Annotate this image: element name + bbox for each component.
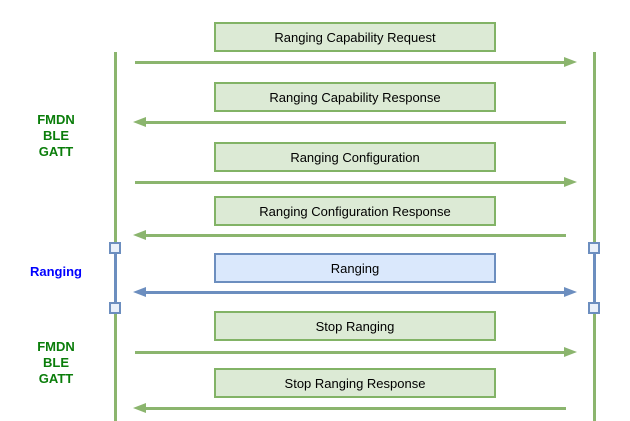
arrowhead-right-icon: [564, 347, 577, 357]
lifeline-right: [593, 52, 596, 421]
activation-marker: [588, 302, 600, 314]
side-label-ranging: Ranging: [10, 264, 102, 280]
arrow-right-icon: [135, 177, 577, 187]
side-label-line: GATT: [38, 371, 74, 386]
message-label: Ranging Configuration: [290, 149, 420, 165]
message-label: Stop Ranging Response: [284, 375, 426, 391]
lifeline-left: [114, 52, 117, 421]
lifeline-right-ranging-segment: [593, 248, 596, 308]
arrow-right-icon: [135, 347, 577, 357]
arrow-shaft: [135, 350, 565, 354]
message-box: Ranging Configuration: [214, 142, 496, 172]
arrow-bidirectional-icon: [133, 287, 577, 297]
message-box: Stop Ranging: [214, 311, 496, 341]
arrow-shaft: [145, 290, 565, 294]
side-label-line: FMDN: [37, 339, 75, 354]
side-label-line: BLE: [43, 355, 69, 370]
message-label: Ranging Configuration Response: [259, 203, 451, 219]
arrow-right-icon: [135, 57, 577, 67]
arrow-shaft: [145, 120, 566, 124]
lifeline-left-ranging-segment: [114, 248, 117, 308]
message-label: Stop Ranging: [315, 318, 395, 334]
side-label-fmdn-ble-gatt-bottom: FMDN BLE GATT: [10, 339, 102, 387]
message-box: Ranging: [214, 253, 496, 283]
side-label-line: GATT: [38, 144, 74, 159]
message-box: Ranging Configuration Response: [214, 196, 496, 226]
side-label-fmdn-ble-gatt-top: FMDN BLE GATT: [10, 112, 102, 160]
message-label: Ranging: [330, 260, 380, 276]
arrowhead-right-icon: [564, 287, 577, 297]
arrowhead-left-icon: [133, 117, 146, 127]
side-label-line: BLE: [43, 128, 69, 143]
activation-marker: [109, 302, 121, 314]
message-label: Ranging Capability Response: [269, 89, 441, 105]
message-box: Ranging Capability Request: [214, 22, 496, 52]
arrowhead-right-icon: [564, 177, 577, 187]
side-label-line: Ranging: [30, 264, 82, 279]
arrow-shaft: [145, 406, 566, 410]
arrow-shaft: [145, 233, 566, 237]
activation-marker: [588, 242, 600, 254]
arrow-shaft: [135, 180, 565, 184]
arrow-left-icon: [133, 230, 566, 240]
activation-marker: [109, 242, 121, 254]
arrowhead-left-icon: [133, 230, 146, 240]
message-label: Ranging Capability Request: [274, 29, 436, 45]
arrowhead-left-icon: [133, 287, 146, 297]
arrow-left-icon: [133, 403, 566, 413]
message-box: Ranging Capability Response: [214, 82, 496, 112]
message-box: Stop Ranging Response: [214, 368, 496, 398]
side-label-line: FMDN: [37, 112, 75, 127]
arrowhead-left-icon: [133, 403, 146, 413]
arrow-left-icon: [133, 117, 566, 127]
arrowhead-right-icon: [564, 57, 577, 67]
arrow-shaft: [135, 60, 565, 64]
